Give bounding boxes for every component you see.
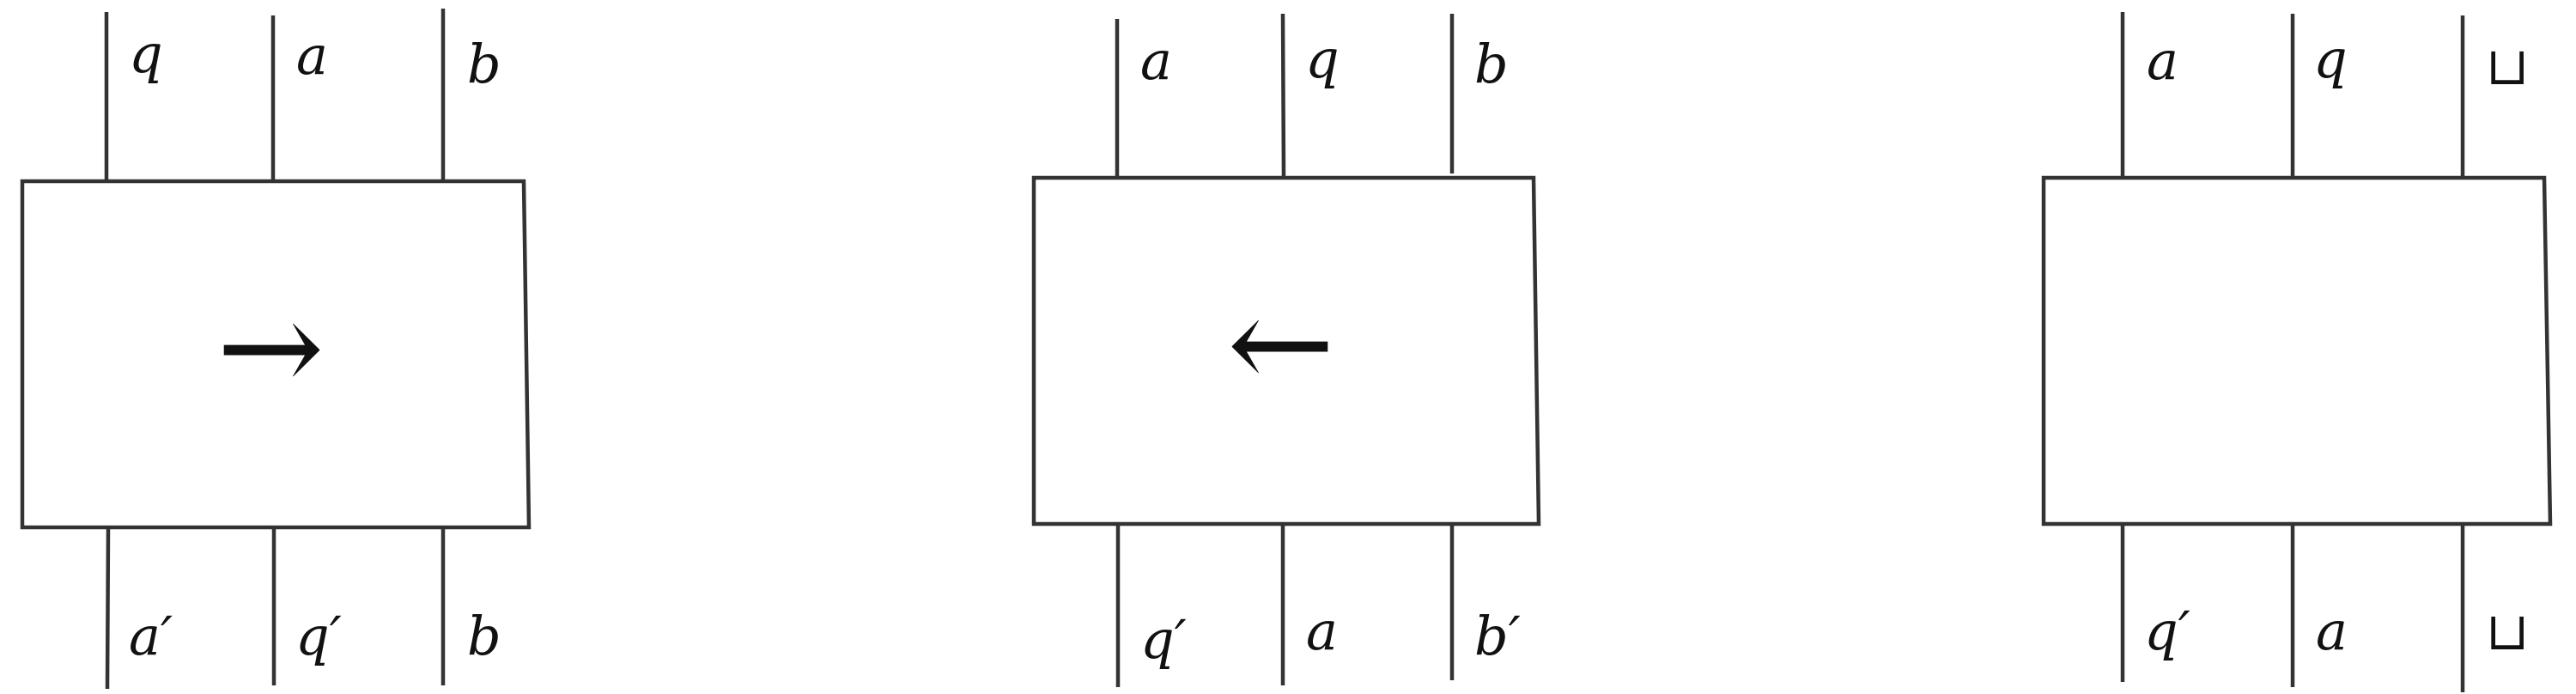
box-2-bottom-label-3: b′ — [1474, 605, 1521, 667]
box-1-top-label-2: a — [296, 24, 328, 87]
box-2-bottom-label-1: q′ — [1140, 608, 1187, 671]
box-3-top-label-3-cup-symbol: ⊔ — [2486, 37, 2529, 97]
box-1-bottom-wire-1 — [105, 527, 111, 690]
box-1-top-label-3: b — [467, 33, 501, 95]
box-2-top-label-3: b — [1474, 33, 1509, 95]
box-2-outline — [1031, 175, 1541, 527]
box-2-bottom-label-2: a — [1306, 600, 1338, 662]
box-2-top-wire-2 — [1280, 13, 1286, 179]
box-3-top-label-1: a — [2147, 29, 2178, 92]
box-3: a q ⊔ q′ a ⊔ — [2041, 12, 2553, 692]
box-1: q a b a′ q′ b → — [20, 9, 532, 690]
box-3-bottom-label-2: a — [2316, 600, 2348, 662]
box-1-bottom-label-3: b — [467, 605, 501, 667]
box-2-left-arrow-symbol: ← — [1227, 270, 1335, 419]
box-2-top-label-2: q — [1305, 27, 1340, 90]
box-3-bottom-label-3-cup-symbol: ⊔ — [2486, 602, 2529, 662]
box-3-outline — [2041, 175, 2553, 527]
box-1-outline — [20, 179, 532, 530]
box-1-top-label-1: q — [129, 22, 163, 85]
box-1-bottom-label-1: a′ — [129, 605, 173, 667]
box-3-bottom-label-1: q′ — [2144, 600, 2190, 662]
box-2: a q b q′ a b′ ← — [1031, 13, 1541, 687]
box-1-bottom-label-2: q′ — [295, 605, 342, 667]
box-1-right-arrow-symbol: → — [216, 273, 325, 423]
box-2-top-label-1: a — [1140, 29, 1172, 92]
box-3-top-label-2: q — [2313, 27, 2348, 90]
